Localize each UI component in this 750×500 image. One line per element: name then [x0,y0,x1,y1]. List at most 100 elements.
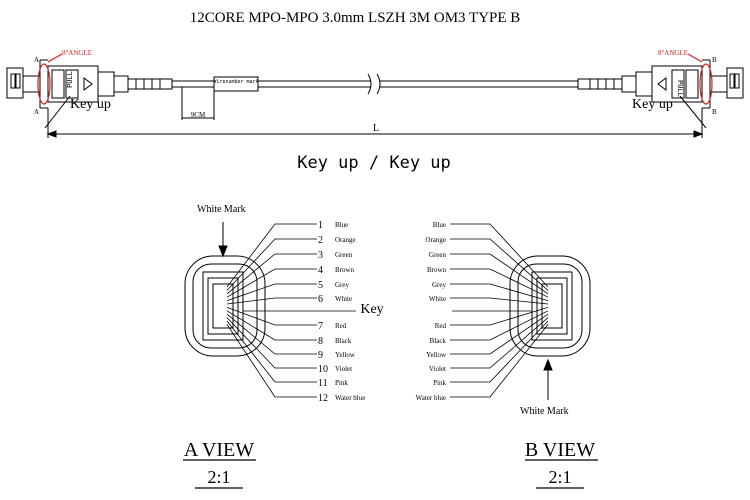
b-fiber-color-9: Yellow [426,351,447,359]
a-fiber-color-3: Green [335,251,353,259]
left-key-arrow [83,77,93,91]
a-view-fiber-lines [226,223,356,398]
marker-b-bottom: B [712,108,717,116]
angle-label-right: 8°ANGLE [658,49,688,57]
right-dust-cap [726,67,744,99]
a-fiber-color-8: Black [335,337,352,345]
a-key-label: Key [360,302,383,317]
a-fiber-line-2 [226,238,317,291]
a-fiber-num-4: 4 [318,265,323,276]
a-fiber-line-10 [226,317,317,369]
b-fiber-line-1 [450,223,549,288]
b-fiber-color-1: Blue [433,221,446,229]
right-boot [577,78,623,90]
orientation-label: Key up / Key up [297,153,451,173]
a-fiber-line-7 [226,307,317,326]
b-view-fiber-labels: BlueOrangeGreenBrownGreyWhiteRedBlackYel… [416,221,447,402]
angle-label-left: 8°ANGLE [62,49,92,57]
a-fiber-color-7: Red [335,322,347,330]
a-fiber-line-4 [226,268,317,298]
a-fiber-color-1: Blue [335,221,348,229]
left-cap-slot-1 [10,73,16,89]
a-fiber-line-6 [226,297,317,305]
a-fiber-line-9 [226,313,317,355]
a-fiber-color-11: Pink [335,379,348,387]
a-fiber-line-12 [226,324,317,398]
a-fiber-num-5: 5 [318,280,323,291]
a-fiber-line-11 [226,320,317,383]
a-fiber-num-8: 8 [318,336,323,347]
b-fiber-line-4 [450,268,549,298]
b-fiber-line-9 [450,313,549,355]
a-fiber-line-3 [226,253,317,295]
a-fiber-color-12: Water blue [335,394,365,402]
a-white-mark: White Mark [197,204,246,215]
wirenumber-label: Wirenumber mark [213,79,258,85]
b-fiber-line-8 [450,310,549,341]
b-fiber-line-10 [450,317,549,369]
b-fiber-line-12 [450,324,549,398]
a-fiber-num-12: 12 [318,393,328,404]
marker-b-top: B [712,56,717,64]
left-cap-slot-2 [15,73,21,89]
b-fiber-color-2: Orange [425,236,446,244]
b-fiber-line-2 [450,238,549,291]
b-view-fiber-lines [450,223,549,398]
b-fiber-color-10: Violet [429,365,446,373]
left-boot [127,78,173,90]
a-fiber-num-3: 3 [318,250,323,261]
a-fiber-color-2: Orange [335,236,356,244]
b-view-connector [509,255,591,400]
a-fiber-num-10: 10 [318,364,328,375]
key-up-right: Key up [632,97,673,112]
b-fiber-line-11 [450,320,549,383]
a-fiber-line-5 [226,283,317,301]
a-fiber-color-4: Brown [335,266,355,274]
marker-a-top: A [34,56,39,64]
key-up-left: Key up [70,97,111,112]
a-fiber-num-9: 9 [318,350,323,361]
b-fiber-line-5 [450,283,549,301]
a-fiber-line-8 [226,310,317,341]
left-dust-cap [6,67,24,99]
b-fiber-line-3 [450,253,549,295]
a-fiber-color-9: Yellow [335,351,356,359]
a-fiber-color-6: White [335,295,352,303]
angle-markers [37,53,713,105]
pull-label-right: PULL [676,80,684,97]
a-fiber-num-2: 2 [318,235,323,246]
right-key-arrow [657,77,667,91]
b-fiber-color-11: Pink [433,379,446,387]
wirenumber-box [213,76,259,92]
pull-label-left: PULL [66,71,74,88]
cable-assembly [6,59,744,138]
b-white-mark: White Mark [520,406,569,417]
a-view-fiber-labels: 1 Blue 2 Orange 3 Green 4 Brown 5 Grey 6 White 7 Red 8… [318,220,365,404]
right-connector-body [651,65,703,103]
b-fiber-color-8: Black [430,337,447,345]
dim-9cm: 9CM [191,111,206,119]
a-fiber-num-1: 1 [318,220,323,231]
page-title: 12CORE MPO-MPO 3.0mm LSZH 3M OM3 TYPE B [190,10,521,26]
a-fiber-color-5: Grey [335,281,349,289]
b-view-scale: 2:1 [548,467,571,487]
b-fiber-color-7: Red [435,322,447,330]
a-view-scale: 2:1 [207,467,230,487]
b-fiber-color-12: Water blue [416,394,446,402]
a-fiber-color-10: Violet [335,365,352,373]
marker-a-bottom: A [34,108,39,116]
b-fiber-line-7 [450,307,549,326]
b-fiber-color-5: Grey [432,281,446,289]
b-fiber-color-6: White [429,295,446,303]
a-fiber-line-1 [226,223,317,288]
a-fiber-num-7: 7 [318,321,323,332]
a-view-title: A VIEW [184,439,254,461]
a-view-connector [184,222,266,357]
b-view-title: B VIEW [525,439,595,461]
b-fiber-color-4: Brown [427,266,447,274]
b-fiber-color-3: Green [429,251,447,259]
a-fiber-num-6: 6 [318,294,323,305]
a-fiber-num-11: 11 [318,378,328,389]
dim-length: L [373,123,379,134]
